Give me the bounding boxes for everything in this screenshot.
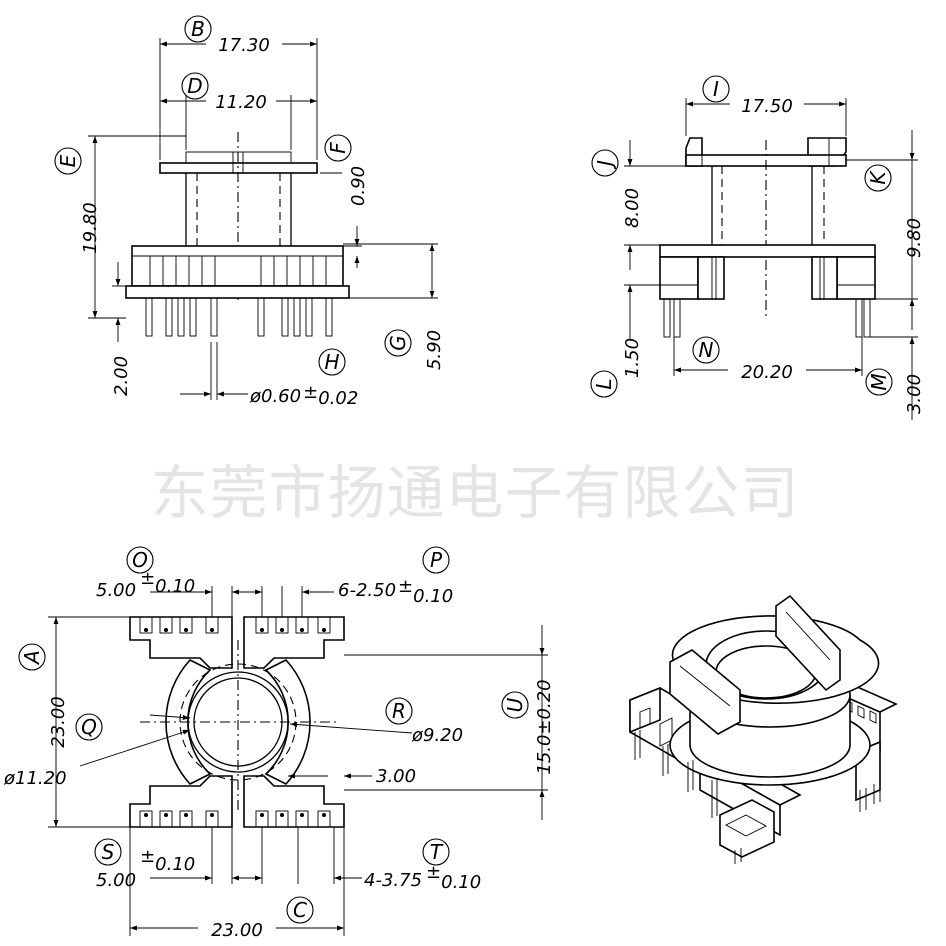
dim-b-value: 17.30 xyxy=(218,35,270,56)
dim-p-pm: ± xyxy=(398,576,413,597)
label-h: H xyxy=(324,350,339,374)
label-a: A xyxy=(20,650,44,666)
side-view: 17.50 I 8.00 J 1.50 L 9.80 K 3.00 M xyxy=(590,75,925,420)
dim-f-value: 0.90 xyxy=(348,166,369,206)
label-j: J xyxy=(593,160,617,170)
label-f: F xyxy=(326,142,350,154)
dim-h-value: ø0.60±0.02 xyxy=(249,382,358,409)
dim-m-value: 3.00 xyxy=(904,374,925,414)
dim-p-tol: 0.10 xyxy=(413,586,453,607)
label-g: G xyxy=(386,335,410,351)
label-u: U xyxy=(503,697,527,712)
label-q: Q xyxy=(81,715,97,739)
dim-g-value: 5.90 xyxy=(424,330,445,370)
dim-i-value: 17.50 xyxy=(741,96,793,117)
dim-d-value: 11.20 xyxy=(215,92,267,113)
dim-o-tol: 0.10 xyxy=(155,576,195,597)
dim-r-value: ø9.20 xyxy=(411,725,463,746)
dim-h-pm: ± xyxy=(303,382,318,403)
dim-k-value: 9.80 xyxy=(904,218,925,258)
label-c: C xyxy=(293,898,307,922)
company-watermark: 东莞市扬通电子有限公司 xyxy=(150,459,799,527)
label-d: D xyxy=(187,74,202,98)
dim-t-main: 4-3.75 xyxy=(364,870,422,891)
dim-q-value: ø11.20 xyxy=(3,768,67,789)
label-r: R xyxy=(392,699,406,723)
label-t: T xyxy=(430,840,444,864)
label-p: P xyxy=(430,548,443,572)
dim-o-value: 5.00±0.10 xyxy=(96,568,195,601)
label-k: K xyxy=(866,170,890,185)
bottom-view: 5.00±0.10 O 6-2.50±0.10 P 23.00 A ø11.20… xyxy=(3,546,555,941)
dim-t-pm: ± xyxy=(426,862,441,883)
dim-s-value: 5.00±0.10 xyxy=(96,846,195,891)
dim-p-main: 6-2.50 xyxy=(338,580,396,601)
label-m: M xyxy=(867,373,891,390)
label-o: O xyxy=(132,548,148,572)
dim-h-main: ø0.60 xyxy=(249,386,301,407)
dim-h-tol: 0.02 xyxy=(318,388,358,409)
dim-p-value: 6-2.50±0.10 xyxy=(338,576,453,607)
dim-s-main: 5.00 xyxy=(96,870,136,891)
dim-gap-value: 3.00 xyxy=(376,766,416,787)
dim-s-pm: ± xyxy=(140,846,155,867)
label-i: I xyxy=(713,77,719,101)
label-e: E xyxy=(56,154,80,167)
dim-l-value: 1.50 xyxy=(622,338,643,378)
label-n: N xyxy=(699,338,714,362)
dim-j-value: 8.00 xyxy=(622,188,643,228)
dim-e-value: 19.80 xyxy=(80,202,101,254)
dim-u-value: 15.0±0.20 xyxy=(534,679,555,774)
dim-n-value: 20.20 xyxy=(741,362,793,383)
label-l: L xyxy=(592,378,616,389)
dim-s-tol: 0.10 xyxy=(155,854,195,875)
dim-a-value: 23.00 xyxy=(48,696,69,748)
dim-t-tol: 0.10 xyxy=(441,872,481,893)
dim-c-value: 23.00 xyxy=(211,920,263,941)
front-view: 17.30 B 11.20 D 19.80 E 2.00 0.90 F xyxy=(54,15,445,409)
label-s: S xyxy=(102,840,115,864)
dim-left-pin-value: 2.00 xyxy=(111,356,132,396)
dim-o-pm: ± xyxy=(140,568,155,589)
dim-o-main: 5.00 xyxy=(96,580,136,601)
dim-t-value: 4-3.75±0.10 xyxy=(364,862,481,893)
isometric-view xyxy=(629,594,898,864)
label-b: B xyxy=(191,17,205,41)
